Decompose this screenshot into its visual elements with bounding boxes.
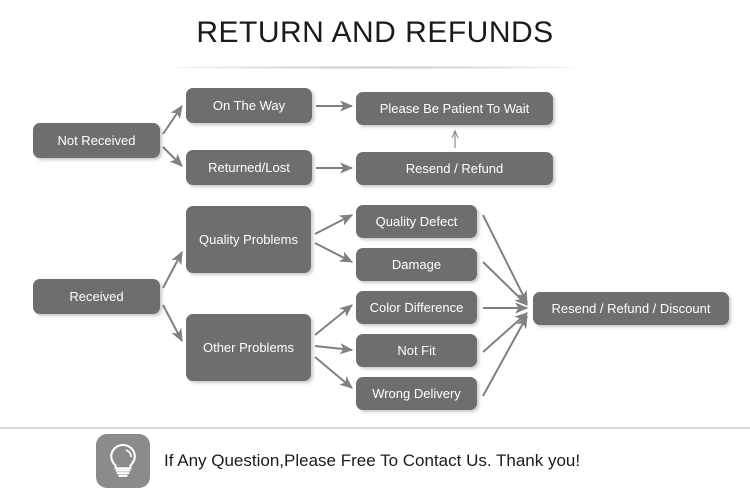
node-label: Returned/Lost bbox=[208, 159, 290, 175]
node-label: Wrong Delivery bbox=[372, 385, 461, 401]
node-received[interactable]: Received bbox=[33, 279, 160, 314]
node-label: Resend / Refund / Discount bbox=[551, 300, 711, 316]
edge-not-fit-to-final bbox=[482, 312, 528, 353]
footer-divider bbox=[0, 427, 750, 429]
edge-received-to-quality-problems bbox=[162, 250, 183, 289]
node-wrong-delivery[interactable]: Wrong Delivery bbox=[356, 377, 477, 410]
node-label: Other Problems bbox=[202, 339, 295, 355]
node-label: Received bbox=[69, 288, 124, 304]
node-label: Resend / Refund bbox=[405, 160, 504, 176]
node-not-received[interactable]: Not Received bbox=[33, 123, 160, 158]
node-label: Please Be Patient To Wait bbox=[379, 100, 530, 116]
edge-not-received-to-returned-lost bbox=[162, 146, 183, 167]
node-label: Not Received bbox=[57, 132, 136, 148]
edge-quality-problems-to-damage bbox=[314, 242, 354, 263]
node-on-the-way[interactable]: On The Way bbox=[186, 88, 312, 123]
node-label: On The Way bbox=[212, 97, 286, 113]
node-label: Color Difference bbox=[369, 299, 464, 315]
edge-other-problems-to-not-fit bbox=[314, 343, 354, 355]
node-label: Not Fit bbox=[397, 342, 436, 358]
edge-received-to-other-problems bbox=[162, 304, 183, 343]
node-please-be-patient-to-wait[interactable]: Please Be Patient To Wait bbox=[356, 92, 553, 125]
node-label: Quality Defect bbox=[375, 213, 458, 229]
footer-contact-bar: If Any Question,Please Free To Contact U… bbox=[96, 434, 580, 488]
edge-other-problems-to-wrong-delivery bbox=[314, 356, 353, 389]
edge-quality-problems-to-quality-defect bbox=[314, 214, 354, 235]
edge-not-received-to-on-the-way bbox=[162, 105, 183, 135]
lightbulb-icon bbox=[96, 434, 150, 488]
node-resend-refund-discount[interactable]: Resend / Refund / Discount bbox=[533, 292, 729, 325]
node-quality-defect[interactable]: Quality Defect bbox=[356, 205, 477, 238]
node-not-fit[interactable]: Not Fit bbox=[356, 334, 477, 367]
edge-damage-to-final bbox=[482, 261, 528, 306]
node-label: Damage bbox=[391, 256, 442, 272]
title-divider bbox=[165, 66, 585, 69]
node-returned-lost[interactable]: Returned/Lost bbox=[186, 150, 312, 185]
edge-wrong-delivery-to-final bbox=[482, 314, 528, 397]
node-other-problems[interactable]: Other Problems bbox=[186, 314, 311, 381]
edge-quality-defect-to-final bbox=[482, 214, 528, 305]
node-quality-problems[interactable]: Quality Problems bbox=[186, 206, 311, 273]
node-resend-refund[interactable]: Resend / Refund bbox=[356, 152, 553, 185]
edge-other-problems-to-color-difference bbox=[314, 304, 353, 336]
node-damage[interactable]: Damage bbox=[356, 248, 477, 281]
node-color-difference[interactable]: Color Difference bbox=[356, 291, 477, 324]
node-label: Quality Problems bbox=[199, 231, 298, 247]
footer-contact-text: If Any Question,Please Free To Contact U… bbox=[164, 451, 581, 470]
page-title: RETURN AND REFUNDS bbox=[196, 16, 554, 49]
